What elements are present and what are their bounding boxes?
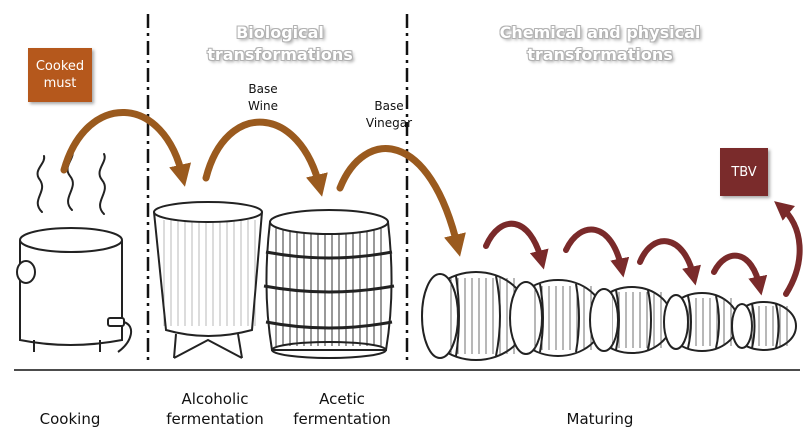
barrel-4-icon (663, 292, 739, 352)
arrow-to-tbv (774, 201, 803, 297)
arrow-transfer-2 (563, 226, 630, 278)
arrow-alcoholic-to-acetic (202, 118, 328, 197)
fermentation-vat-icon (153, 201, 263, 359)
steam-icon (36, 149, 106, 215)
barrel-battery (421, 271, 797, 361)
barrel-3-icon (589, 286, 673, 354)
biological-transformations-title: Biological transformations (207, 23, 353, 64)
arrow-transfer-1 (483, 220, 549, 270)
cooked-must-box: Cooked must (28, 48, 92, 102)
chemical-physical-transformations-title: Chemical and physical transformations (499, 23, 701, 64)
base-wine-label: Base Wine (248, 82, 278, 113)
arrow-transfer-4 (711, 252, 768, 296)
base-vinegar-label: Base Vinegar (365, 99, 413, 130)
stage-label-maturing: Maturing (566, 410, 634, 428)
arrow-cooking-to-alcoholic (60, 109, 192, 187)
cooking-pot-icon (16, 227, 133, 353)
stage-label-alcoholic-fermentation: Alcoholic fermentation (166, 390, 264, 428)
arrow-transfer-3 (637, 238, 701, 286)
stage-label-cooking: Cooking (39, 410, 101, 428)
barrel-icon (263, 209, 395, 359)
stage-label-acetic-fermentation: Acetic fermentation (293, 390, 391, 428)
barrel-5-icon (731, 301, 797, 351)
arrow-acetic-to-maturing (336, 145, 466, 257)
tbv-box: TBV (720, 148, 768, 196)
barrel-1-icon (421, 271, 529, 361)
